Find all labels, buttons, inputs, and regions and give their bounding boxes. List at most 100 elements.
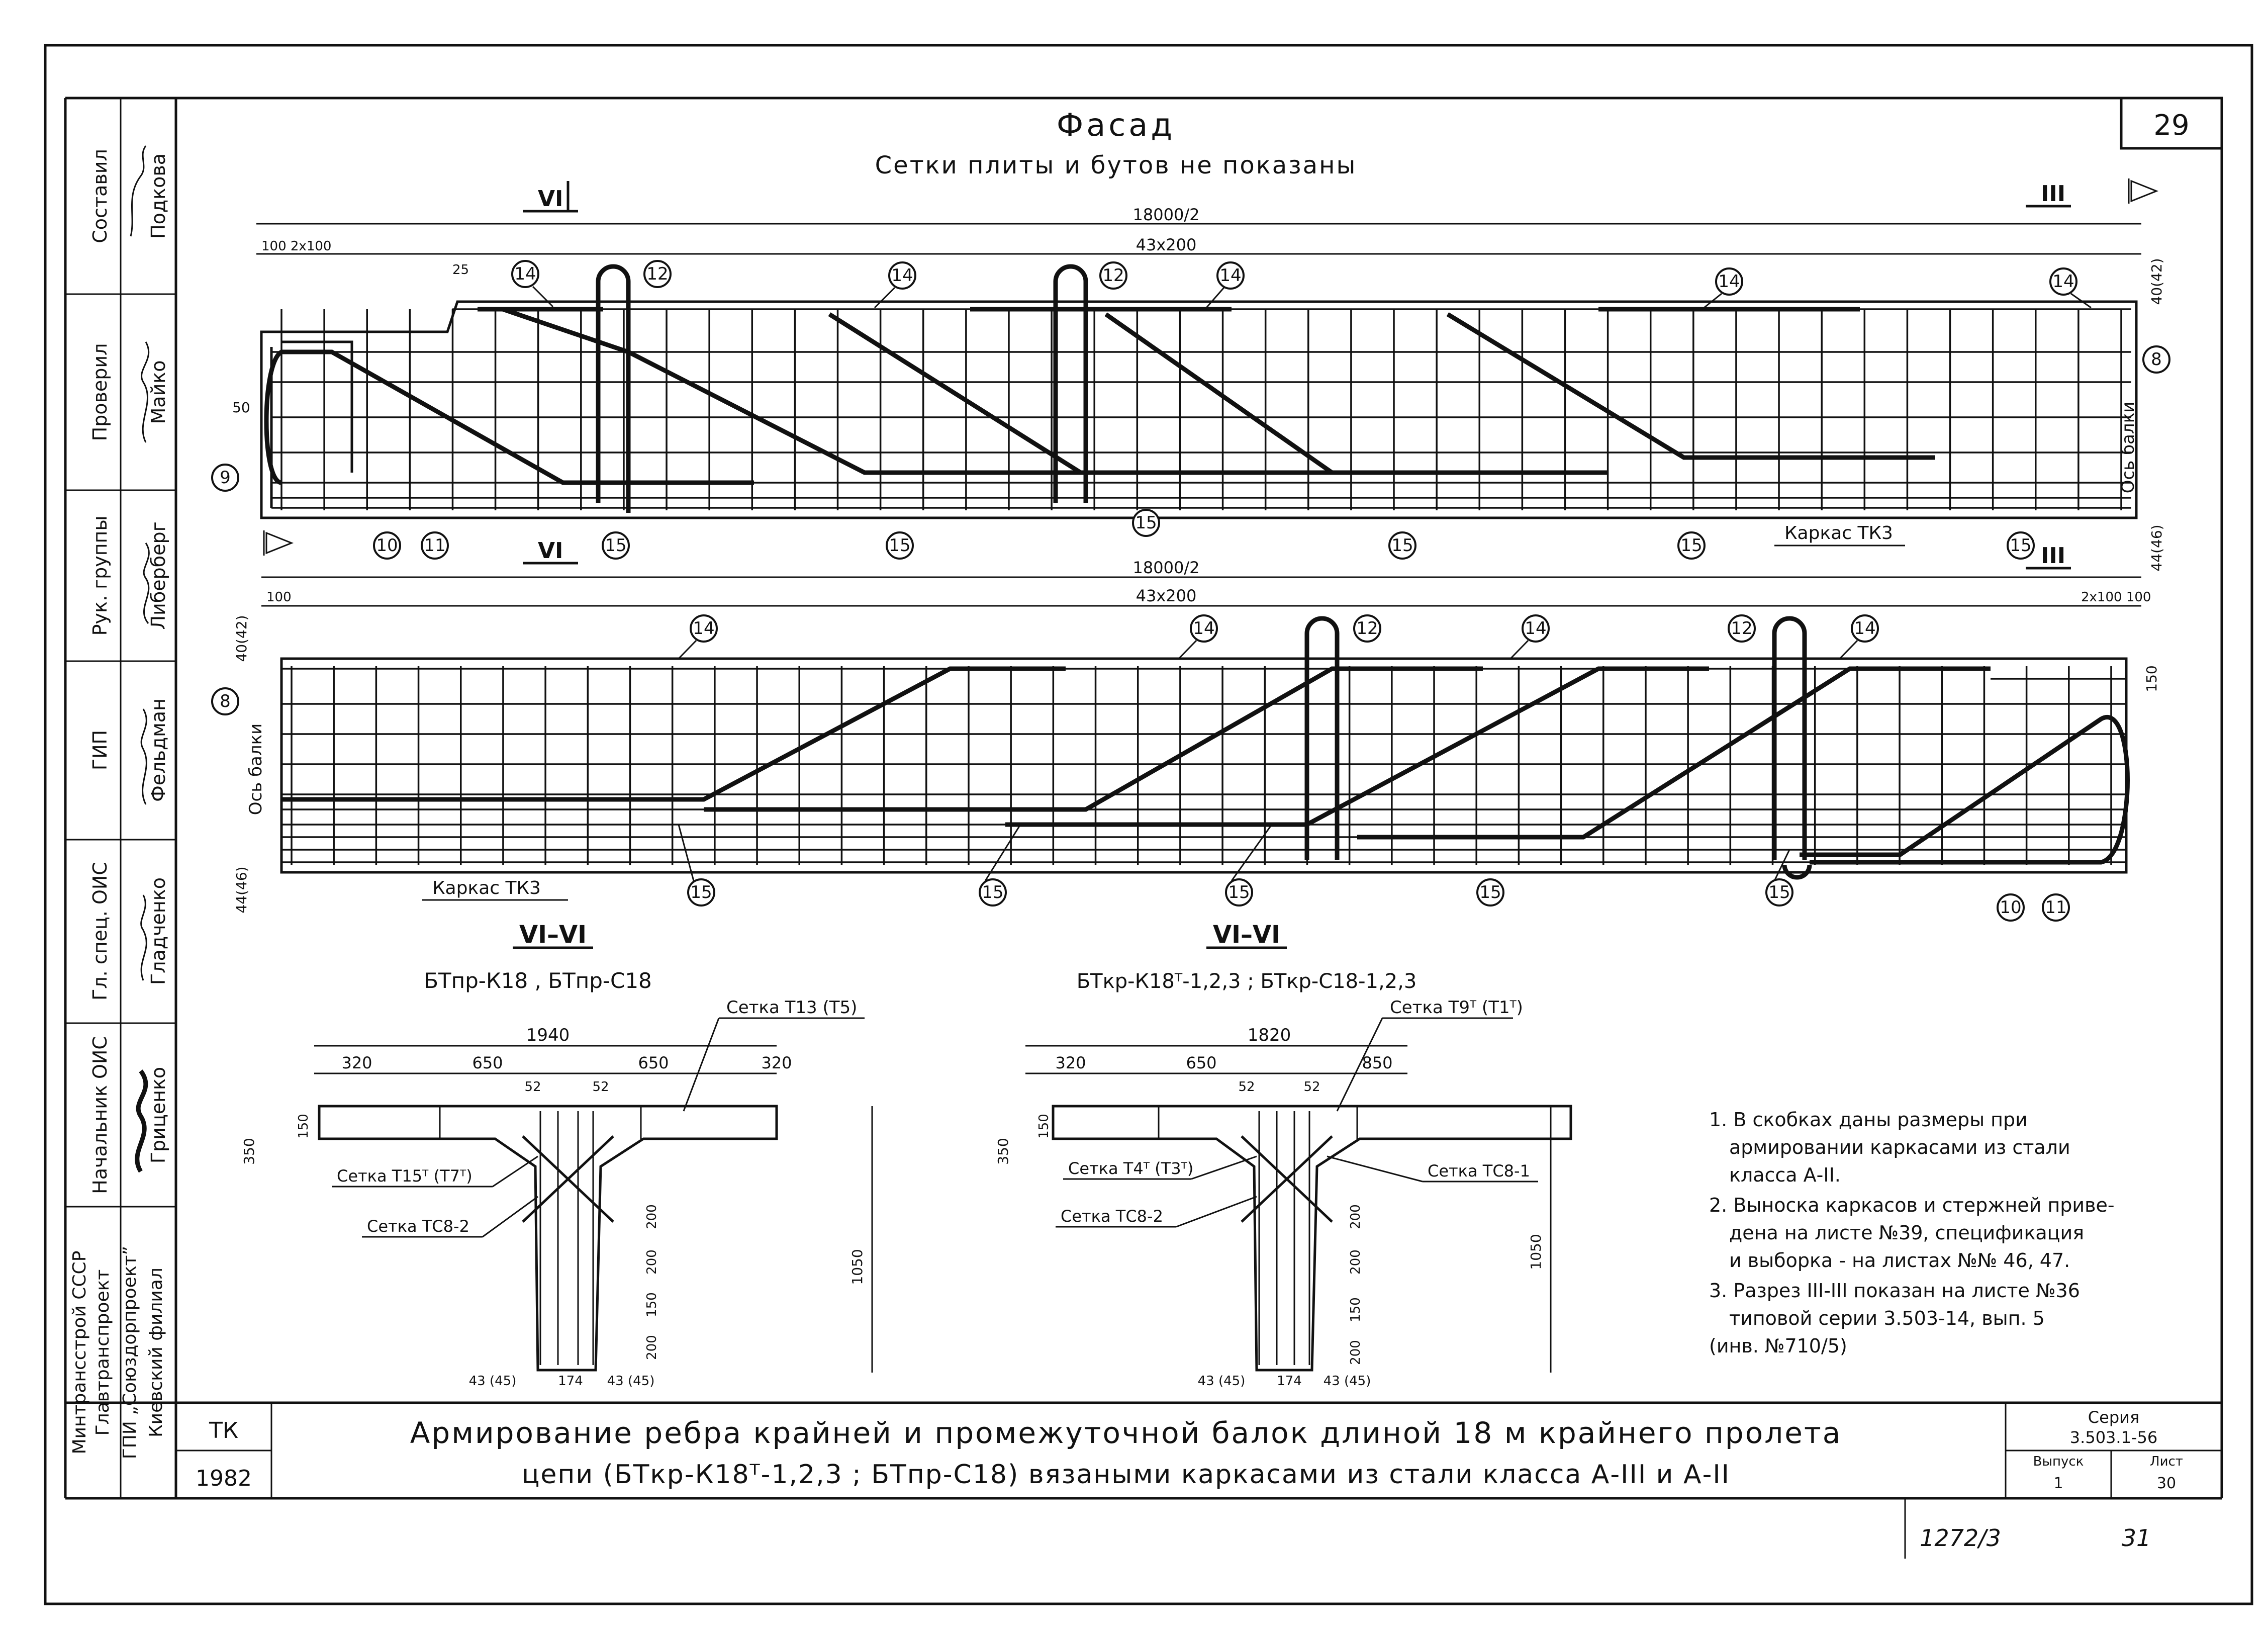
- svg-text:12: 12: [1731, 618, 1752, 639]
- section-mark-iii-bottom: III: [2041, 543, 2065, 569]
- svg-text:15: 15: [1391, 535, 1413, 556]
- section-left-height: 1050: [849, 1249, 866, 1285]
- note-line-5: дена на листе №39, спецификация: [1729, 1222, 2084, 1244]
- upper-cage-label: Каркас ТК3: [1784, 523, 1893, 544]
- stamp-code: ТК: [209, 1418, 238, 1443]
- section-right-dim-3: 850: [1362, 1053, 1392, 1072]
- signature-2: [141, 341, 150, 443]
- callout-14: 14: [511, 260, 539, 288]
- svg-text:12: 12: [646, 264, 668, 284]
- callout-12: 12: [1353, 614, 1381, 643]
- section-left-bdim-3: 43 (45): [607, 1374, 655, 1389]
- svg-text:15: 15: [1479, 882, 1501, 902]
- stamp-name-3: Либерберг: [147, 521, 169, 629]
- stamp-role-5: Гл. спец. ОИС: [89, 862, 111, 1001]
- section-right-mesh-side-r: Сетка ТС8-1: [1428, 1161, 1530, 1181]
- callout-15: 15: [886, 531, 914, 560]
- section-right-vdim-1: 200: [1348, 1204, 1363, 1229]
- note-line-8: типовой серии 3.503-14, вып. 5: [1729, 1307, 2045, 1329]
- section-left-h350: 350: [241, 1138, 257, 1164]
- svg-text:15: 15: [1768, 882, 1790, 902]
- callout-12: 12: [1099, 261, 1127, 290]
- approval-stamp: Составил Подкова Проверил Майко Рук. гру…: [69, 145, 169, 1459]
- section-right-h350: 350: [995, 1138, 1011, 1164]
- callout-14: 14: [2049, 267, 2077, 296]
- lower-right-dims: 2х100 100: [2081, 590, 2151, 605]
- note-line-1: 1. В скобках даны размеры при: [1709, 1109, 2028, 1131]
- callout-12: 12: [1728, 614, 1756, 643]
- callout-14: 14: [690, 614, 718, 643]
- section-left-cut: VI–VI: [519, 921, 587, 949]
- section-left-dim-2: 650: [472, 1053, 503, 1072]
- stamp-name-5: Гладченко: [147, 877, 169, 985]
- note-line-4: 2. Выноска каркасов и стержней приве-: [1709, 1194, 2115, 1216]
- section-right-vdim-2: 200: [1348, 1249, 1363, 1275]
- section-right-flange-h: 150: [1036, 1114, 1052, 1139]
- signature-6: [135, 1069, 148, 1173]
- svg-text:14: 14: [1854, 618, 1875, 639]
- upper-elevation: 18000/2 43х200 100 2х100 25 50 40(42) 44…: [232, 205, 2165, 572]
- section-right-mesh-bottom: Сетка ТС8-2: [1061, 1207, 1163, 1226]
- lower-left-bottom-dim: 44(46): [233, 866, 250, 913]
- note-line-9: (инв. №710/5): [1709, 1335, 1847, 1357]
- section-left-width: 1940: [526, 1025, 570, 1045]
- svg-text:12: 12: [1102, 265, 1124, 286]
- callout-14: 14: [1851, 614, 1879, 643]
- svg-text:12: 12: [1356, 618, 1378, 639]
- svg-text:15: 15: [889, 535, 910, 556]
- svg-text:15: 15: [605, 535, 626, 556]
- lower-right-dim: 150: [2143, 665, 2160, 692]
- section-left-dim-4: 320: [761, 1053, 792, 1072]
- callout-15: 15: [1677, 531, 1706, 560]
- section-mark-vi-top: VI: [538, 186, 563, 212]
- section-left-vdim-1: 200: [644, 1204, 659, 1229]
- stamp-role-3: Рук. группы: [89, 516, 111, 636]
- svg-text:11: 11: [2045, 897, 2066, 918]
- sheet-in-series: 30: [2157, 1475, 2176, 1492]
- section-left-mesh-side: Сетка Т15ᵀ (Т7ᵀ): [337, 1166, 472, 1186]
- svg-text:15: 15: [982, 882, 1003, 902]
- section-mark-iii-top: III: [2041, 181, 2065, 207]
- section-left-bdim-2: 174: [558, 1374, 583, 1389]
- section-left-mesh-top: Сетка Т13 (Т5): [726, 998, 857, 1018]
- upper-dim-50: 50: [232, 399, 250, 416]
- signature-1: [130, 145, 147, 237]
- upper-left-dims: 100 2х100: [261, 239, 331, 254]
- section-right-vdim-3: 150: [1348, 1297, 1363, 1322]
- notes: 1. В скобках даны размеры при армировани…: [1709, 1109, 2115, 1357]
- section-marks: VI VI III III: [263, 178, 2159, 570]
- section-left-bdim-1: 43 (45): [469, 1374, 517, 1389]
- sheet-frame: [44, 44, 2253, 1605]
- svg-text:14: 14: [2052, 272, 2074, 292]
- page-title: Фасад: [1057, 107, 1175, 143]
- note-line-6: и выборка - на листах №№ 46, 47.: [1729, 1249, 2070, 1272]
- svg-text:8: 8: [220, 691, 231, 711]
- svg-text:9: 9: [220, 468, 231, 488]
- upper-right-top-dim: 40(42): [2148, 258, 2165, 305]
- callout-11: 11: [421, 531, 449, 560]
- stamp-org-1: Минтрансстрой СССР: [69, 1251, 90, 1455]
- section-left-vdim-3: 150: [644, 1292, 659, 1317]
- callout-15: 15: [979, 878, 1007, 907]
- upper-spacing-dim: 43х200: [1136, 235, 1197, 254]
- stamp-role-6: Начальник ОИС: [89, 1036, 111, 1194]
- callout-15: 15: [1476, 878, 1504, 907]
- callout-11: 11: [2042, 893, 2070, 922]
- signature-4: [140, 708, 147, 805]
- issue-label: Выпуск: [2033, 1454, 2084, 1469]
- note-line-3: класса А-II.: [1729, 1164, 1841, 1186]
- callout-14: 14: [1216, 261, 1245, 290]
- section-right-height: 1050: [1528, 1234, 1544, 1270]
- note-line-7: 3. Разрез III-III показан на листе №36: [1709, 1280, 2080, 1302]
- callout-14: 14: [1522, 614, 1550, 643]
- lower-left-dim: 100: [266, 590, 292, 605]
- callout-12: 12: [643, 260, 672, 288]
- section-right-web-dim-1: 52: [1238, 1079, 1255, 1095]
- callout-8: 8: [211, 687, 239, 715]
- section-left-flange-h: 150: [296, 1114, 311, 1139]
- series-number: 3.503.1-56: [2070, 1428, 2157, 1447]
- section-right-web-dim-2: 52: [1303, 1079, 1320, 1095]
- stamp-org-3: ГПИ „Союздорпроект”: [120, 1246, 140, 1459]
- section-left-dim-1: 320: [341, 1053, 372, 1072]
